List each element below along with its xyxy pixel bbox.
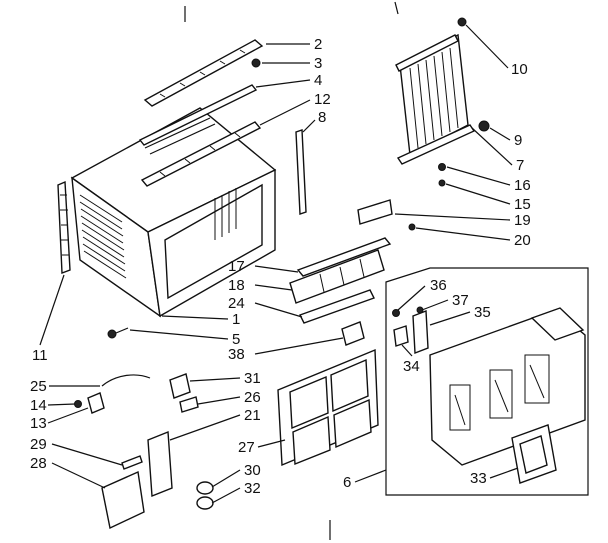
callout-8: 8 [318, 109, 326, 126]
callout-17: 17 [228, 258, 245, 275]
switch-part [393, 325, 409, 347]
callout-13: 13 [30, 415, 47, 432]
callout-30: 30 [244, 462, 261, 479]
air-filter-part [277, 348, 379, 467]
callout-9: 9 [514, 132, 522, 149]
control-panel-part [147, 430, 173, 498]
callout-14: 14 [30, 397, 47, 414]
callout-labels: 1 2 3 4 5 6 7 8 9 10 11 12 13 14 15 16 1… [30, 36, 531, 497]
callout-3: 3 [314, 55, 322, 72]
callout-32: 32 [244, 480, 261, 497]
screw-part [457, 17, 467, 27]
callout-29: 29 [30, 436, 47, 453]
screw-part [107, 327, 129, 339]
callout-21: 21 [244, 407, 261, 424]
relay-part [169, 373, 191, 399]
brace-part [299, 289, 375, 324]
top-rail-part [143, 39, 264, 107]
callout-4: 4 [314, 72, 322, 89]
callout-19: 19 [514, 212, 531, 229]
screw-part [392, 309, 400, 317]
control-bracket-part [289, 199, 393, 304]
rear-grille-part [395, 33, 476, 165]
callout-12: 12 [314, 91, 331, 108]
side-seal-part [57, 180, 71, 274]
callout-5: 5 [232, 331, 240, 348]
callout-36: 36 [430, 277, 447, 294]
terminal-part [87, 392, 105, 414]
frame-opening-part [519, 435, 548, 474]
callout-38: 38 [228, 346, 245, 363]
insulator-part [121, 455, 143, 470]
callout-6: 6 [343, 474, 351, 491]
callout-35: 35 [474, 304, 491, 321]
motor-mount-part [101, 470, 145, 530]
power-cord-part [101, 374, 151, 387]
clip-part [408, 223, 416, 231]
callout-2: 2 [314, 36, 322, 53]
screw-part [74, 400, 82, 408]
switch-housing-part [412, 310, 429, 354]
leader-lines [39, 1, 519, 540]
callout-37: 37 [452, 292, 469, 309]
callout-16: 16 [514, 177, 531, 194]
knob-part [196, 481, 214, 495]
front-panel-part [429, 307, 586, 466]
knob-part [478, 120, 490, 132]
callout-15: 15 [514, 196, 531, 213]
callout-33: 33 [470, 470, 487, 487]
callout-10: 10 [511, 61, 528, 78]
callout-1: 1 [232, 311, 240, 328]
connector-part [179, 396, 199, 413]
clip-part [438, 179, 446, 187]
screw-part [251, 58, 261, 68]
block-part [341, 321, 365, 346]
callout-11: 11 [32, 347, 48, 364]
callout-26: 26 [244, 389, 261, 406]
callout-28: 28 [30, 455, 47, 472]
knob-part [196, 496, 214, 510]
mid-rail-part [140, 121, 262, 187]
callout-25: 25 [30, 378, 47, 395]
rod-part [138, 84, 258, 146]
callout-24: 24 [228, 295, 245, 312]
callout-7: 7 [516, 157, 524, 174]
screw-part [438, 163, 446, 171]
side-bracket-part [295, 129, 307, 215]
callout-27: 27 [238, 439, 255, 456]
callout-34: 34 [403, 358, 420, 375]
callout-31: 31 [244, 370, 261, 387]
callout-18: 18 [228, 277, 245, 294]
callout-20: 20 [514, 232, 531, 249]
